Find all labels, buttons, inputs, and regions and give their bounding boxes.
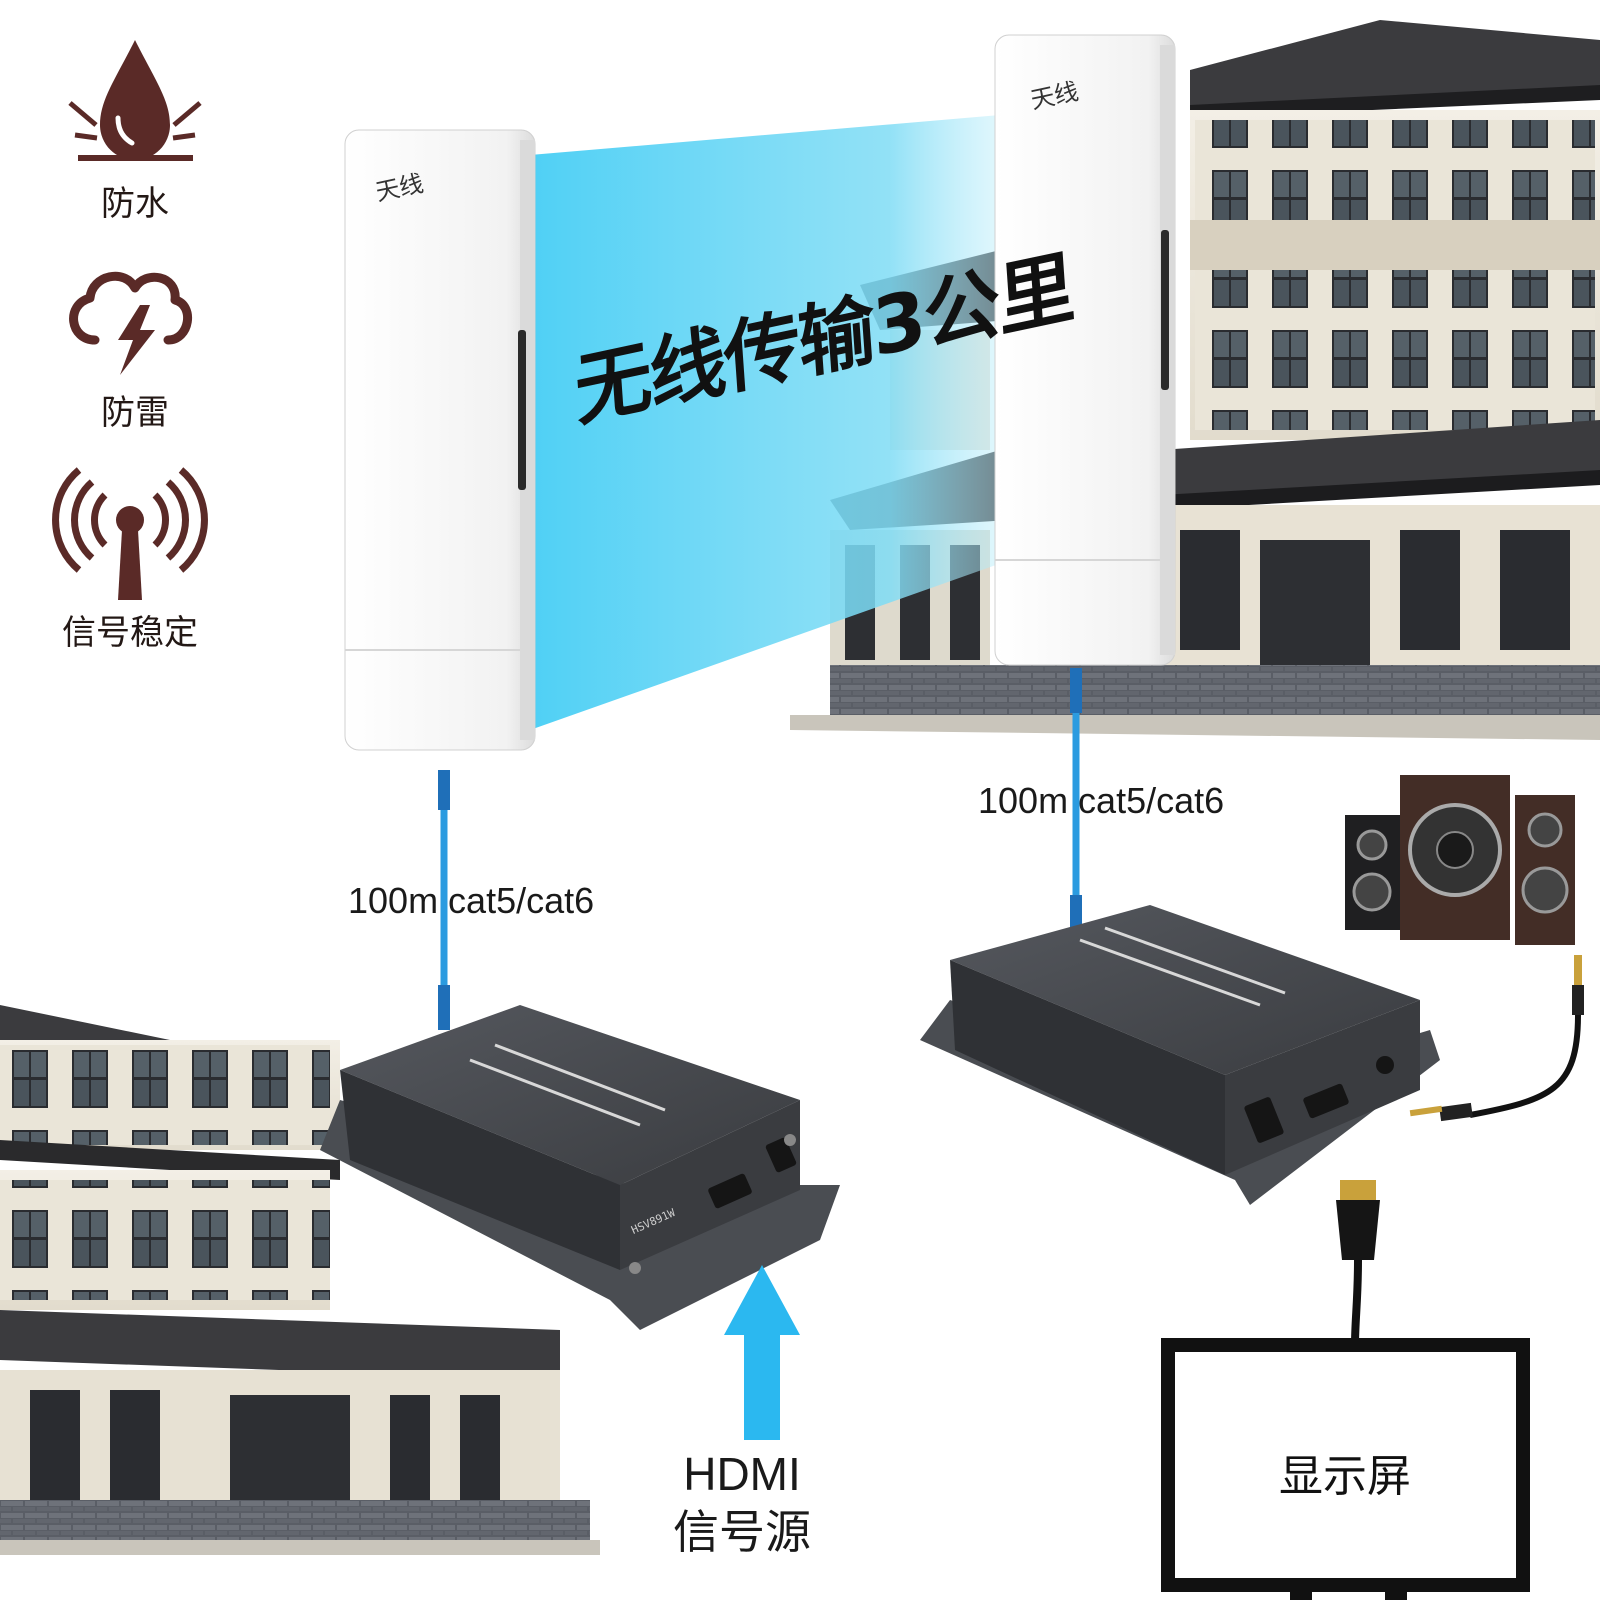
hdmi-source-line1: HDMI — [683, 1448, 801, 1500]
receiver-device — [920, 905, 1440, 1205]
lightning-cloud-icon — [69, 271, 193, 375]
hdmi-cable — [1336, 1180, 1380, 1346]
hdmi-source-label: HDMI 信号源 — [673, 1445, 811, 1561]
source-arrow — [724, 1265, 800, 1440]
water-drop-icon — [68, 40, 202, 161]
right-cable-label: 100m cat5/cat6 — [978, 780, 1225, 821]
wireless-beam — [530, 115, 1010, 730]
display-label: 显示屏 — [1279, 1451, 1411, 1502]
hdmi-source-line2: 信号源 — [673, 1506, 811, 1558]
feature-label-waterproof: 防水 — [101, 184, 169, 224]
signal-tower-icon — [52, 467, 208, 600]
left-building — [0, 1005, 600, 1555]
feature-label-signal: 信号稳定 — [62, 613, 198, 653]
left-antenna — [344, 129, 536, 751]
display-screen — [1161, 1338, 1530, 1600]
feature-label-lightning: 防雷 — [101, 393, 169, 433]
audio-cable — [1409, 955, 1584, 1122]
speakers — [1345, 775, 1575, 945]
transmitter-device — [320, 1005, 840, 1330]
left-cable-label: 100m cat5/cat6 — [348, 880, 595, 921]
right-antenna — [994, 34, 1176, 666]
left-network-cable — [438, 770, 450, 1030]
